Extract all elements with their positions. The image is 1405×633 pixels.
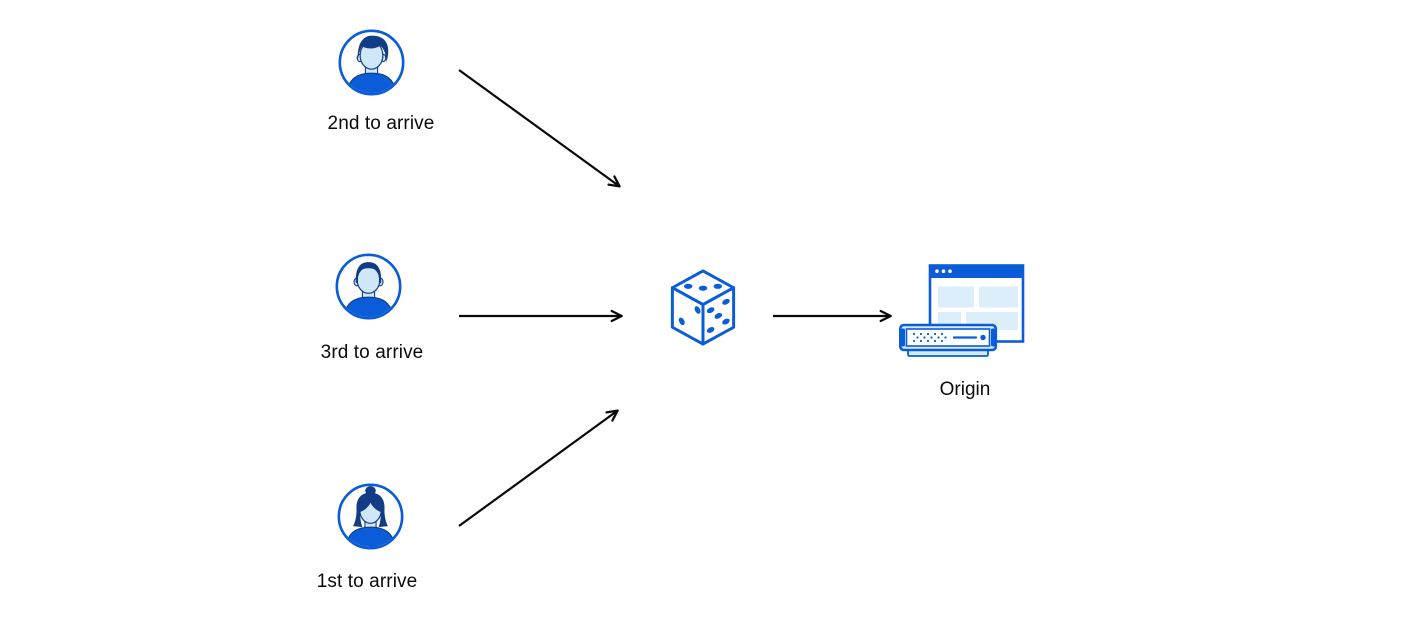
user-avatar-icon: [337, 483, 404, 550]
server-icon: [899, 323, 998, 357]
client-label-2nd: 2nd to arrive: [327, 113, 435, 134]
origin-label: Origin: [939, 379, 991, 400]
origin-server-icon: [899, 264, 1025, 357]
client-label-1st: 1st to arrive: [316, 571, 418, 592]
user-avatar-icon: [338, 29, 405, 96]
arrow-client-bottom-to-dice: [458, 409, 619, 527]
dice-icon: [670, 269, 736, 346]
user-avatar-icon: [335, 253, 402, 320]
arrow-client-top-to-dice: [458, 69, 621, 188]
client-label-3rd: 3rd to arrive: [320, 342, 424, 363]
